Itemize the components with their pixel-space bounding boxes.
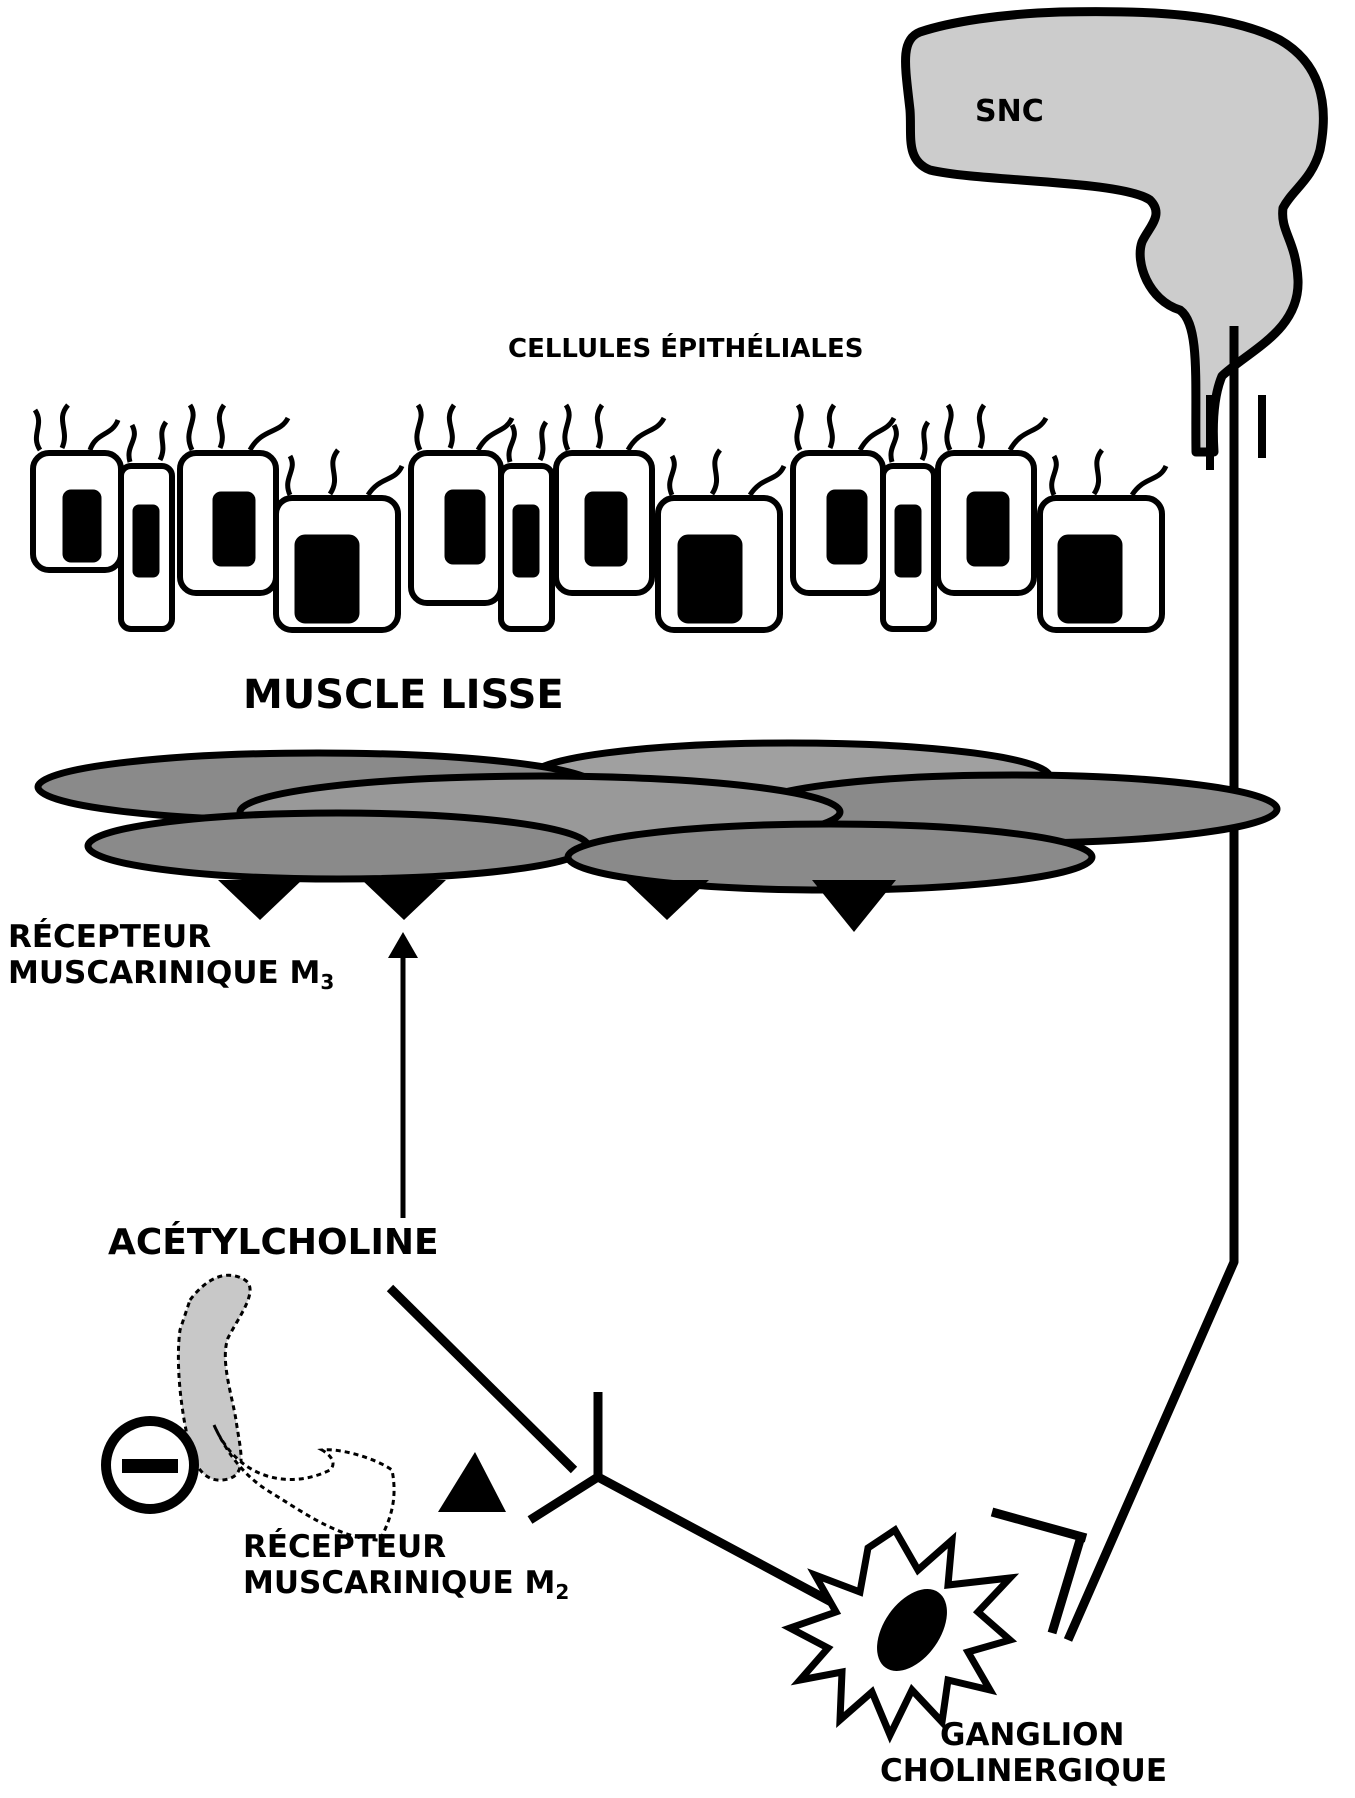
m3-receptor-name: MUSCARINIQUE M	[8, 955, 320, 991]
m2-receptor-label-line2: MUSCARINIQUE M2	[243, 1566, 569, 1604]
epithelial-cell	[556, 405, 664, 593]
m2-subscript: 2	[555, 1580, 569, 1604]
m2-receptor-label-line1: RÉCEPTEUR	[243, 1530, 569, 1566]
epithelial-cell	[793, 405, 894, 593]
cns-label: SNC	[975, 95, 1044, 130]
epithelial-cell	[121, 422, 172, 629]
epithelial-cell	[180, 405, 288, 593]
negative-feedback-arrow	[178, 1275, 394, 1540]
epithelial-cell	[883, 422, 934, 629]
ganglion-label-line2: CHOLINERGIQUE	[880, 1754, 1167, 1790]
m3-receptor-label-line2: MUSCARINIQUE M3	[8, 956, 334, 994]
m3-subscript: 3	[320, 970, 334, 994]
m3-receptor	[625, 880, 709, 920]
cns-shape	[906, 12, 1324, 452]
epithelial-cell	[658, 450, 784, 630]
muscle-cell	[88, 813, 588, 879]
cholinergic-ganglion	[790, 1530, 1010, 1735]
epithelial-cell	[33, 405, 121, 570]
m3-receptor	[362, 880, 446, 920]
m2-receptor-label: RÉCEPTEUR MUSCARINIQUE M2	[243, 1530, 569, 1604]
smooth-muscle	[38, 743, 1277, 890]
epithelial-cell	[276, 450, 402, 630]
smooth-muscle-label: MUSCLE LISSE	[243, 672, 564, 718]
epithelial-cells-label: CELLULES ÉPITHÉLIALES	[508, 335, 863, 365]
cns	[906, 12, 1324, 470]
m3-receptor-label-line1: RÉCEPTEUR	[8, 920, 334, 956]
m2-receptor	[438, 1452, 506, 1512]
m3-receptor-label: RÉCEPTEUR MUSCARINIQUE M3	[8, 920, 334, 994]
ganglion-synapse	[992, 1512, 1086, 1633]
epithelial-cell	[1040, 450, 1166, 630]
m3-receptor	[218, 880, 302, 920]
m2-receptor-name: MUSCARINIQUE M	[243, 1565, 555, 1601]
epithelial-layer	[33, 405, 1166, 630]
acetylcholine-label: ACÉTYLCHOLINE	[108, 1222, 439, 1263]
ganglion-label: GANGLION CHOLINERGIQUE	[880, 1718, 1167, 1789]
minus-sign-icon	[106, 1421, 194, 1509]
epithelial-cell	[938, 405, 1046, 593]
epithelial-cell	[411, 405, 512, 603]
acetylcholine-arrow	[388, 932, 418, 1218]
ganglion-label-line1: GANGLION	[880, 1718, 1167, 1754]
m3-receptor	[812, 880, 896, 932]
epithelial-cell	[501, 422, 552, 629]
